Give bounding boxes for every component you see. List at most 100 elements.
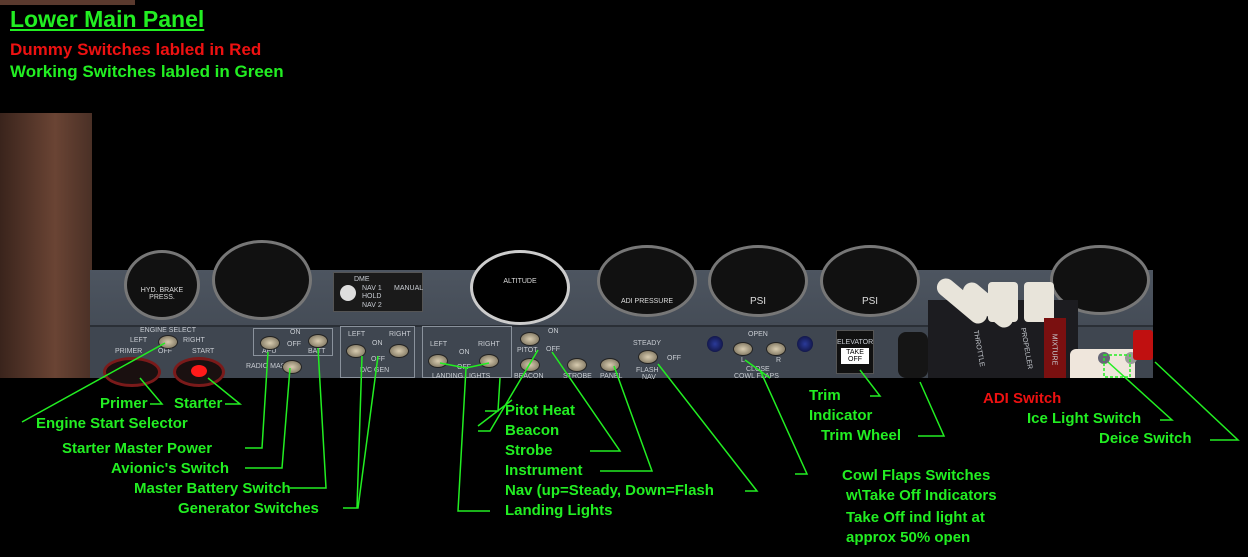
annotation-cowl-3: Take Off ind light at <box>846 509 985 526</box>
flash-label: FLASH <box>636 367 659 374</box>
psi-gauge-2: PSI <box>820 245 920 317</box>
manual-label: MANUAL <box>394 285 424 292</box>
annotation-master-battery: Master Battery Switch <box>134 480 291 497</box>
primer-label: PRIMER <box>115 348 143 355</box>
beacon-switch[interactable] <box>520 358 540 372</box>
landing-light-left-switch[interactable] <box>428 354 448 368</box>
gen-right-label: RIGHT <box>389 331 411 338</box>
cowl-r-label: R <box>776 357 782 364</box>
pitot-on-label: ON <box>548 328 559 335</box>
annotation-beacon: Beacon <box>505 422 560 439</box>
annotation-starter-master-power: Starter Master Power <box>62 440 213 457</box>
annotation-adi-switch: ADI Switch <box>983 390 1062 407</box>
adi-switch[interactable] <box>1133 330 1153 360</box>
hyd-brake-label: HYD. BRAKE PRESS. <box>140 287 184 301</box>
engine-right-label: RIGHT <box>183 337 205 344</box>
landing-frame <box>422 326 512 378</box>
hold-label: HOLD <box>362 293 382 300</box>
background-strip <box>0 0 135 5</box>
apu-label: APU <box>262 348 277 355</box>
annotation-indicator: Indicator <box>809 407 873 424</box>
annotation-engine-start-selector: Engine Start Selector <box>36 415 188 432</box>
nav-off-label: OFF <box>667 355 681 362</box>
steady-label: STEADY <box>633 340 662 347</box>
annotation-trim: Trim <box>809 387 841 404</box>
dme-knob[interactable] <box>340 285 356 301</box>
annotation-cowl-2: w\Take Off Indicators <box>846 487 997 504</box>
apu-batt-frame <box>253 328 333 356</box>
annotation-cowl-1: Cowl Flaps Switches <box>842 467 991 484</box>
generator-right-switch[interactable] <box>389 344 409 358</box>
start-label: START <box>192 348 215 355</box>
panel-light-label: PANEL <box>600 373 623 380</box>
annotation-cowl-4: approx 50% open <box>846 529 971 546</box>
nav2-label: NAV 2 <box>362 302 382 309</box>
starter-light <box>191 365 207 377</box>
radio-master-label: RADIO MASTER <box>246 363 300 370</box>
annotation-starter: Starter <box>174 395 223 412</box>
ll-left-label: LEFT <box>430 341 448 348</box>
gen-left-label: LEFT <box>348 331 366 338</box>
avionics-switch[interactable] <box>282 360 302 374</box>
annotation-ice-light: Ice Light Switch <box>1027 410 1142 427</box>
ll-on-label: ON <box>459 349 470 356</box>
starter-master-power-switch[interactable] <box>260 336 280 350</box>
annotation-pitot-heat: Pitot Heat <box>505 402 576 419</box>
annotation-nav: Nav (up=Steady, Down=Flash <box>505 482 714 499</box>
engine-left-label: LEFT <box>130 337 148 344</box>
cowl-flap-left-switch[interactable] <box>733 342 753 356</box>
psi-label-1: PSI <box>749 296 767 307</box>
cockpit-side-background <box>0 113 92 378</box>
gen-frame <box>340 326 415 378</box>
cowl-right-indicator <box>797 336 813 352</box>
psi-gauge-1: PSI <box>708 245 808 317</box>
annotation-instrument: Instrument <box>505 462 583 479</box>
nav-label: NAV <box>642 374 656 381</box>
generator-left-switch[interactable] <box>346 344 366 358</box>
annotation-deice: Deice Switch <box>1099 430 1192 447</box>
batt-label: BATT <box>308 348 326 355</box>
strobe-label: STROBE <box>563 373 592 380</box>
landing-lights-label: LANDING LIGHTS <box>432 373 491 380</box>
heading-gauge <box>212 240 312 320</box>
working-legend: Working Switches labled in Green <box>10 62 284 81</box>
annotation-landing-lights: Landing Lights <box>505 502 613 519</box>
strobe-switch[interactable] <box>567 358 587 372</box>
propeller-lever-right[interactable] <box>1024 282 1054 322</box>
nav1-label: NAV 1 <box>362 285 382 292</box>
annotation-primer: Primer <box>100 395 148 412</box>
master-battery-switch[interactable] <box>308 334 328 348</box>
pitot-off-label: OFF <box>546 346 560 353</box>
cowl-l-label: L <box>741 357 745 364</box>
elevator-trim-indicator: ELEVATOR TAKE OFF <box>836 330 874 374</box>
annotation-strobe: Strobe <box>505 442 553 459</box>
dummy-legend: Dummy Switches labled in Red <box>10 40 262 59</box>
dc-gen-label: D/C GEN <box>360 367 390 374</box>
elevator-label: ELEVATOR <box>837 339 874 346</box>
dme-selector[interactable]: DME NAV 1 HOLD NAV 2 MANUAL <box>333 272 423 312</box>
page-title: Lower Main Panel <box>10 6 205 32</box>
pitot-heat-switch[interactable] <box>520 332 540 346</box>
engine-start-selector[interactable] <box>158 335 178 349</box>
engine-off-label: OFF <box>158 348 172 355</box>
cowl-flaps-label: COWL FLAPS <box>734 373 779 380</box>
ll-right-label: RIGHT <box>478 341 500 348</box>
apu-off-label: OFF <box>287 341 301 348</box>
primer-button[interactable] <box>103 357 161 387</box>
annotation-trim-wheel: Trim Wheel <box>821 427 902 444</box>
annotation-avionics: Avionic's Switch <box>111 460 230 477</box>
nav-light-switch[interactable] <box>638 350 658 364</box>
starter-button[interactable] <box>173 357 225 387</box>
altimeter-gauge: ALTITUDE <box>470 250 570 325</box>
cowl-flap-right-switch[interactable] <box>766 342 786 356</box>
cowl-open-label: OPEN <box>748 331 768 338</box>
propeller-lever-left[interactable] <box>988 282 1018 322</box>
cowl-left-indicator <box>707 336 723 352</box>
adi-pressure-label: ADI PRESSURE <box>620 298 674 305</box>
altitude-label: ALTITUDE <box>503 278 537 285</box>
mixture-lever[interactable]: MIXTURE <box>1044 318 1066 378</box>
trim-wheel[interactable] <box>898 332 928 378</box>
dme-label: DME <box>354 276 370 283</box>
psi-label-2: PSI <box>861 296 879 307</box>
